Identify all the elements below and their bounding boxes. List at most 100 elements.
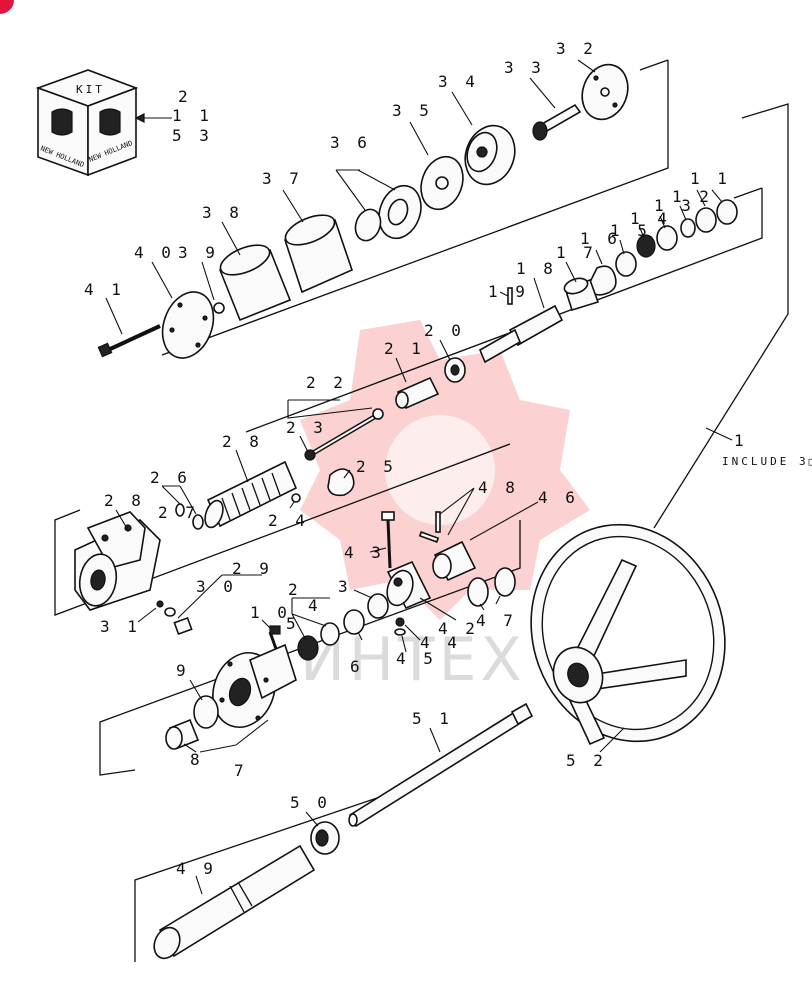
part-5-bearing (297, 635, 319, 661)
callout-49: 4 9 (176, 859, 217, 878)
part-48-pin-b (418, 531, 440, 543)
callout-32: 3 2 (556, 39, 597, 58)
callout-35: 3 5 (392, 101, 433, 120)
callout-27: 2 7 (158, 503, 199, 522)
callout-39: 3 9 (178, 243, 219, 262)
callout-47: 4 7 (476, 611, 517, 630)
part-15-washer (615, 251, 637, 277)
part-44-nut (395, 617, 405, 627)
part-43-bolt (381, 511, 395, 569)
part-6-seal (343, 609, 365, 635)
part-33-drive (532, 103, 582, 141)
callout-7: 7 (234, 761, 248, 780)
callout-44: 4 4 (420, 633, 461, 652)
part-51-shaft (348, 702, 534, 828)
part-47-ring-b (467, 577, 489, 607)
part-8-needle-bearing (165, 718, 200, 750)
bracket-housing (54, 443, 511, 616)
part-48-pin (435, 511, 441, 533)
callout-31: 3 1 (100, 617, 141, 636)
part-20-coupling (444, 357, 466, 383)
part-22-rod (304, 408, 384, 461)
part-28-housing (74, 511, 161, 611)
callout-46: 4 6 (538, 488, 579, 507)
part-29-plug (173, 616, 193, 636)
part-36-ring (354, 184, 422, 242)
callout-48: 4 8 (478, 478, 519, 497)
part-37-sleeve (284, 214, 353, 294)
callout-15: 1 5 (610, 221, 651, 240)
part-14-bearing (636, 234, 656, 258)
kit-box: KIT NEW HOLLAND NEW HOLLAND 2 1 1 5 3 (35, 69, 213, 177)
watermark-logo: ИНТЕХ (300, 320, 590, 695)
part-24-ball (291, 493, 301, 503)
callout-43: 4 3 (344, 543, 385, 562)
part-18-spool (478, 304, 564, 364)
bracket-main (653, 103, 789, 529)
callout-19: 1 9 (488, 282, 529, 301)
callout-34: 3 4 (438, 72, 479, 91)
callout-13: 1 3 (654, 196, 695, 215)
part-40-end-plate (161, 291, 215, 359)
callout-14: 1 4 (630, 209, 671, 228)
callout-16: 1 6 (580, 229, 621, 248)
bracket-column (134, 779, 431, 962)
brand-leaf-icon-right (99, 108, 121, 136)
part-26-plug (192, 514, 204, 530)
part-42-yoke (386, 560, 432, 610)
part-11-seal-b (695, 207, 717, 233)
callout-4: 4 (308, 596, 322, 615)
part-7-flange (212, 643, 297, 728)
callout-5: 5 (286, 614, 300, 633)
callout-12: 1 2 (672, 187, 713, 206)
callout-11: 1 1 (690, 169, 731, 188)
part-17-bushing (563, 277, 600, 311)
callout-1-note: INCLUDE 3□30 (722, 455, 812, 468)
part-11-seal (716, 199, 738, 225)
callout-20: 2 0 (424, 321, 465, 340)
part-13-seal (656, 225, 678, 251)
kit-ref-2: 1 1 (172, 106, 213, 125)
part-4-ring (320, 622, 340, 646)
callout-18: 1 8 (516, 259, 557, 278)
callout-17: 1 7 (556, 243, 597, 262)
callout-25: 2 5 (356, 457, 397, 476)
kit-label: KIT (76, 83, 105, 96)
callout-28-sleeve: 2 8 (222, 432, 263, 451)
part-46-bushing (432, 540, 477, 582)
callout-51: 5 1 (412, 709, 453, 728)
callout-22: 2 2 (306, 373, 347, 392)
callout-41: 4 1 (84, 280, 125, 299)
callout-1: 1 (734, 431, 748, 450)
part-38-sleeve (218, 244, 292, 322)
callout-6: 6 (350, 657, 364, 676)
bracket-top (161, 60, 669, 356)
callout-26: 2 6 (150, 468, 191, 487)
part-45-washer (394, 628, 406, 636)
callout-38: 3 8 (202, 203, 243, 222)
callout-24: 2 4 (268, 511, 309, 530)
part-50-bearing (310, 821, 340, 855)
callout-2: 2 (288, 580, 302, 599)
part-28-sleeve (204, 460, 298, 529)
part-49-column-tube (153, 844, 316, 960)
part-31-ball (156, 600, 164, 608)
corner-badge (0, 0, 14, 14)
callout-28-housing: 2 8 (104, 491, 145, 510)
part-21-tube (395, 376, 440, 410)
part-32-end-cap (581, 63, 629, 121)
callout-30: 3 0 (196, 577, 237, 596)
callout-3: 3 (338, 577, 352, 596)
callout-45: 4 5 (396, 649, 437, 668)
callout-10: 1 0 (250, 603, 291, 622)
part-3-bearing (367, 593, 389, 619)
part-52-steering-wheel (530, 523, 726, 746)
part-47-ring (494, 567, 516, 597)
part-9-ring (193, 695, 219, 729)
brand-leaf-icon (51, 108, 73, 136)
part-25-snap-ring (327, 468, 355, 497)
callout-8: 8 (190, 750, 204, 769)
callout-37: 3 7 (262, 169, 303, 188)
